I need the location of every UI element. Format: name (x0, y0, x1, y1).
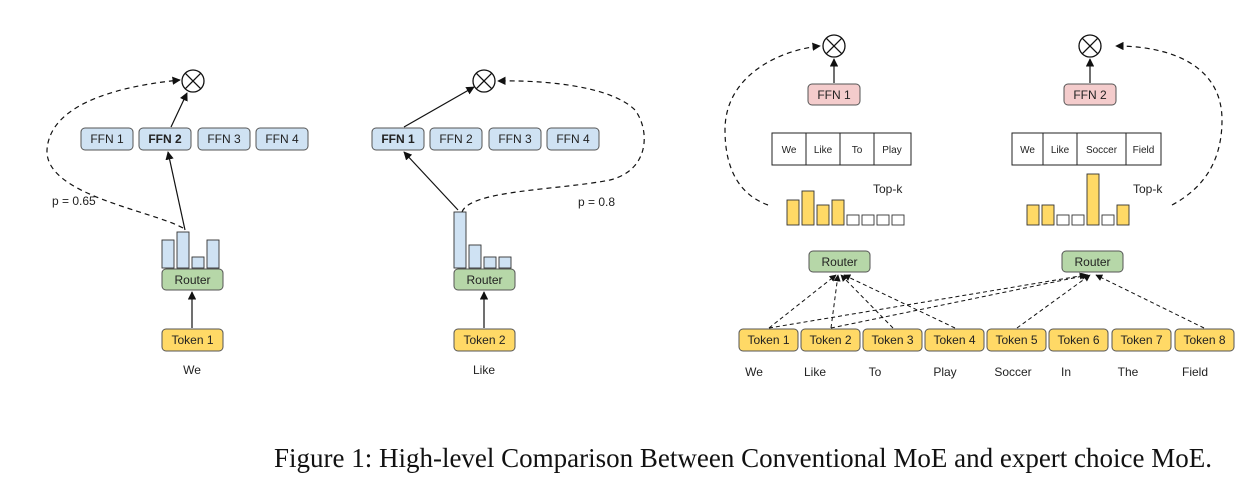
topk-label: Top-k (873, 182, 903, 196)
svg-text:Token 7: Token 7 (1120, 333, 1162, 347)
word-label: To (869, 365, 882, 379)
token-box: Token 2 (800, 328, 861, 352)
ffn-label-selected: FFN 1 (381, 132, 415, 146)
token-row: Token 1 Token 2 Token 3 Token 4 Token 5 … (738, 328, 1235, 352)
right-panel: FFN 1 We Like To Play Top-k (724, 34, 1235, 379)
dashed-weight-arrow (1115, 41, 1223, 206)
svg-text:Token 2: Token 2 (809, 333, 851, 347)
arrow-router-to-ffn (403, 151, 459, 211)
word-label: We (183, 363, 201, 377)
ffn-label: FFN 4 (265, 132, 299, 146)
svg-text:To: To (852, 145, 863, 156)
token-box: Token 7 (1111, 328, 1172, 352)
router-box: Router (453, 268, 516, 291)
token-box: Token 8 (1174, 328, 1235, 352)
svg-text:Soccer: Soccer (1086, 145, 1118, 156)
token-router-dashed-arrows (768, 272, 1205, 329)
ffn-box-1: FFN 1 (80, 127, 134, 151)
dashed-weight-arrow (461, 76, 645, 213)
word-row: We Like To Play Soccer In The Field (745, 365, 1208, 379)
svg-text:Like: Like (814, 145, 833, 156)
ffn-box-2: FFN 2 (138, 127, 192, 151)
router-bars (161, 231, 220, 269)
probability-label: p = 0.65 (52, 194, 96, 208)
figure-caption: Figure 1: High-level Comparison Between … (0, 443, 1254, 474)
word-label: Soccer (994, 365, 1031, 379)
word-label: The (1118, 365, 1139, 379)
svg-text:Token 6: Token 6 (1057, 333, 1099, 347)
svg-text:Token 5: Token 5 (995, 333, 1037, 347)
ffn-box-3: FFN 3 (197, 127, 251, 151)
dashed-weight-arrow (46, 76, 184, 229)
svg-text:Play: Play (882, 145, 901, 156)
svg-text:Token 1: Token 1 (747, 333, 789, 347)
svg-text:Router: Router (466, 273, 502, 287)
ffn-label: FFN 3 (207, 132, 241, 146)
token-box: Token 2 (453, 328, 516, 352)
word-label: In (1061, 365, 1071, 379)
expert1-token-buffer: We Like To Play (771, 132, 912, 166)
ffn-box-4: FFN 4 (255, 127, 309, 151)
topk-label: Top-k (1133, 182, 1163, 196)
router-bars (453, 211, 512, 269)
arrow-router-to-ffn (165, 151, 186, 231)
dashed-weight-arrow (724, 42, 821, 206)
expert-ffn1-box: FFN 1 (807, 83, 861, 106)
svg-text:We: We (1020, 145, 1035, 156)
arrow-ffn-to-multiply (403, 86, 475, 128)
router-box-right: Router (1061, 250, 1124, 273)
svg-text:Token 4: Token 4 (933, 333, 975, 347)
ffn-label: FFN 2 (439, 132, 473, 146)
svg-text:Like: Like (1051, 145, 1070, 156)
svg-text:Token 1: Token 1 (171, 333, 213, 347)
multiply-icon (181, 69, 205, 93)
svg-text:Token 2: Token 2 (463, 333, 505, 347)
token-box: Token 6 (1048, 328, 1109, 352)
svg-text:FFN 2: FFN 2 (1073, 88, 1107, 102)
expert1-bars (786, 190, 905, 226)
ffn-box-4: FFN 4 (546, 127, 600, 151)
ffn-label: FFN 3 (498, 132, 532, 146)
svg-text:Token 8: Token 8 (1183, 333, 1225, 347)
svg-text:Router: Router (174, 273, 210, 287)
svg-text:Token 3: Token 3 (871, 333, 913, 347)
token-box: Token 3 (862, 328, 923, 352)
word-label: Like (804, 365, 826, 379)
word-label: Field (1182, 365, 1208, 379)
caption-text: Figure 1: High-level Comparison Between … (273, 443, 1212, 473)
middle-panel: FFN 1 FFN 2 FFN 3 FFN 4 p = 0.8 Router (371, 69, 645, 377)
token-box: Token 5 (986, 328, 1047, 352)
expert2-token-buffer: We Like Soccer Field (1011, 132, 1162, 166)
probability-label: p = 0.8 (578, 195, 615, 209)
ffn-box-1: FFN 1 (371, 127, 425, 151)
svg-text:Router: Router (1074, 255, 1110, 269)
multiply-icon (1078, 34, 1102, 58)
arrow-ffn-to-multiply (170, 92, 188, 128)
word-label: We (745, 365, 763, 379)
svg-text:We: We (782, 145, 797, 156)
multiply-icon (472, 69, 496, 93)
token-box: Token 1 (161, 328, 224, 352)
svg-text:Field: Field (1133, 145, 1155, 156)
left-panel: FFN 1 FFN 2 FFN 3 FFN 4 p = 0.65 Router (46, 69, 309, 377)
ffn-label-selected: FFN 2 (148, 132, 182, 146)
router-box-left: Router (808, 250, 871, 273)
word-label: Like (473, 363, 495, 377)
token-box: Token 1 (738, 328, 799, 352)
svg-text:FFN 1: FFN 1 (817, 88, 851, 102)
router-box: Router (161, 268, 224, 291)
multiply-icon (822, 34, 846, 58)
expert2-bars (1026, 173, 1130, 226)
svg-text:Router: Router (821, 255, 857, 269)
ffn-label: FFN 1 (90, 132, 124, 146)
word-label: Play (933, 365, 956, 379)
ffn-box-2: FFN 2 (429, 127, 483, 151)
expert-ffn2-box: FFN 2 (1063, 83, 1117, 106)
ffn-label: FFN 4 (556, 132, 590, 146)
token-box: Token 4 (924, 328, 985, 352)
ffn-box-3: FFN 3 (488, 127, 542, 151)
